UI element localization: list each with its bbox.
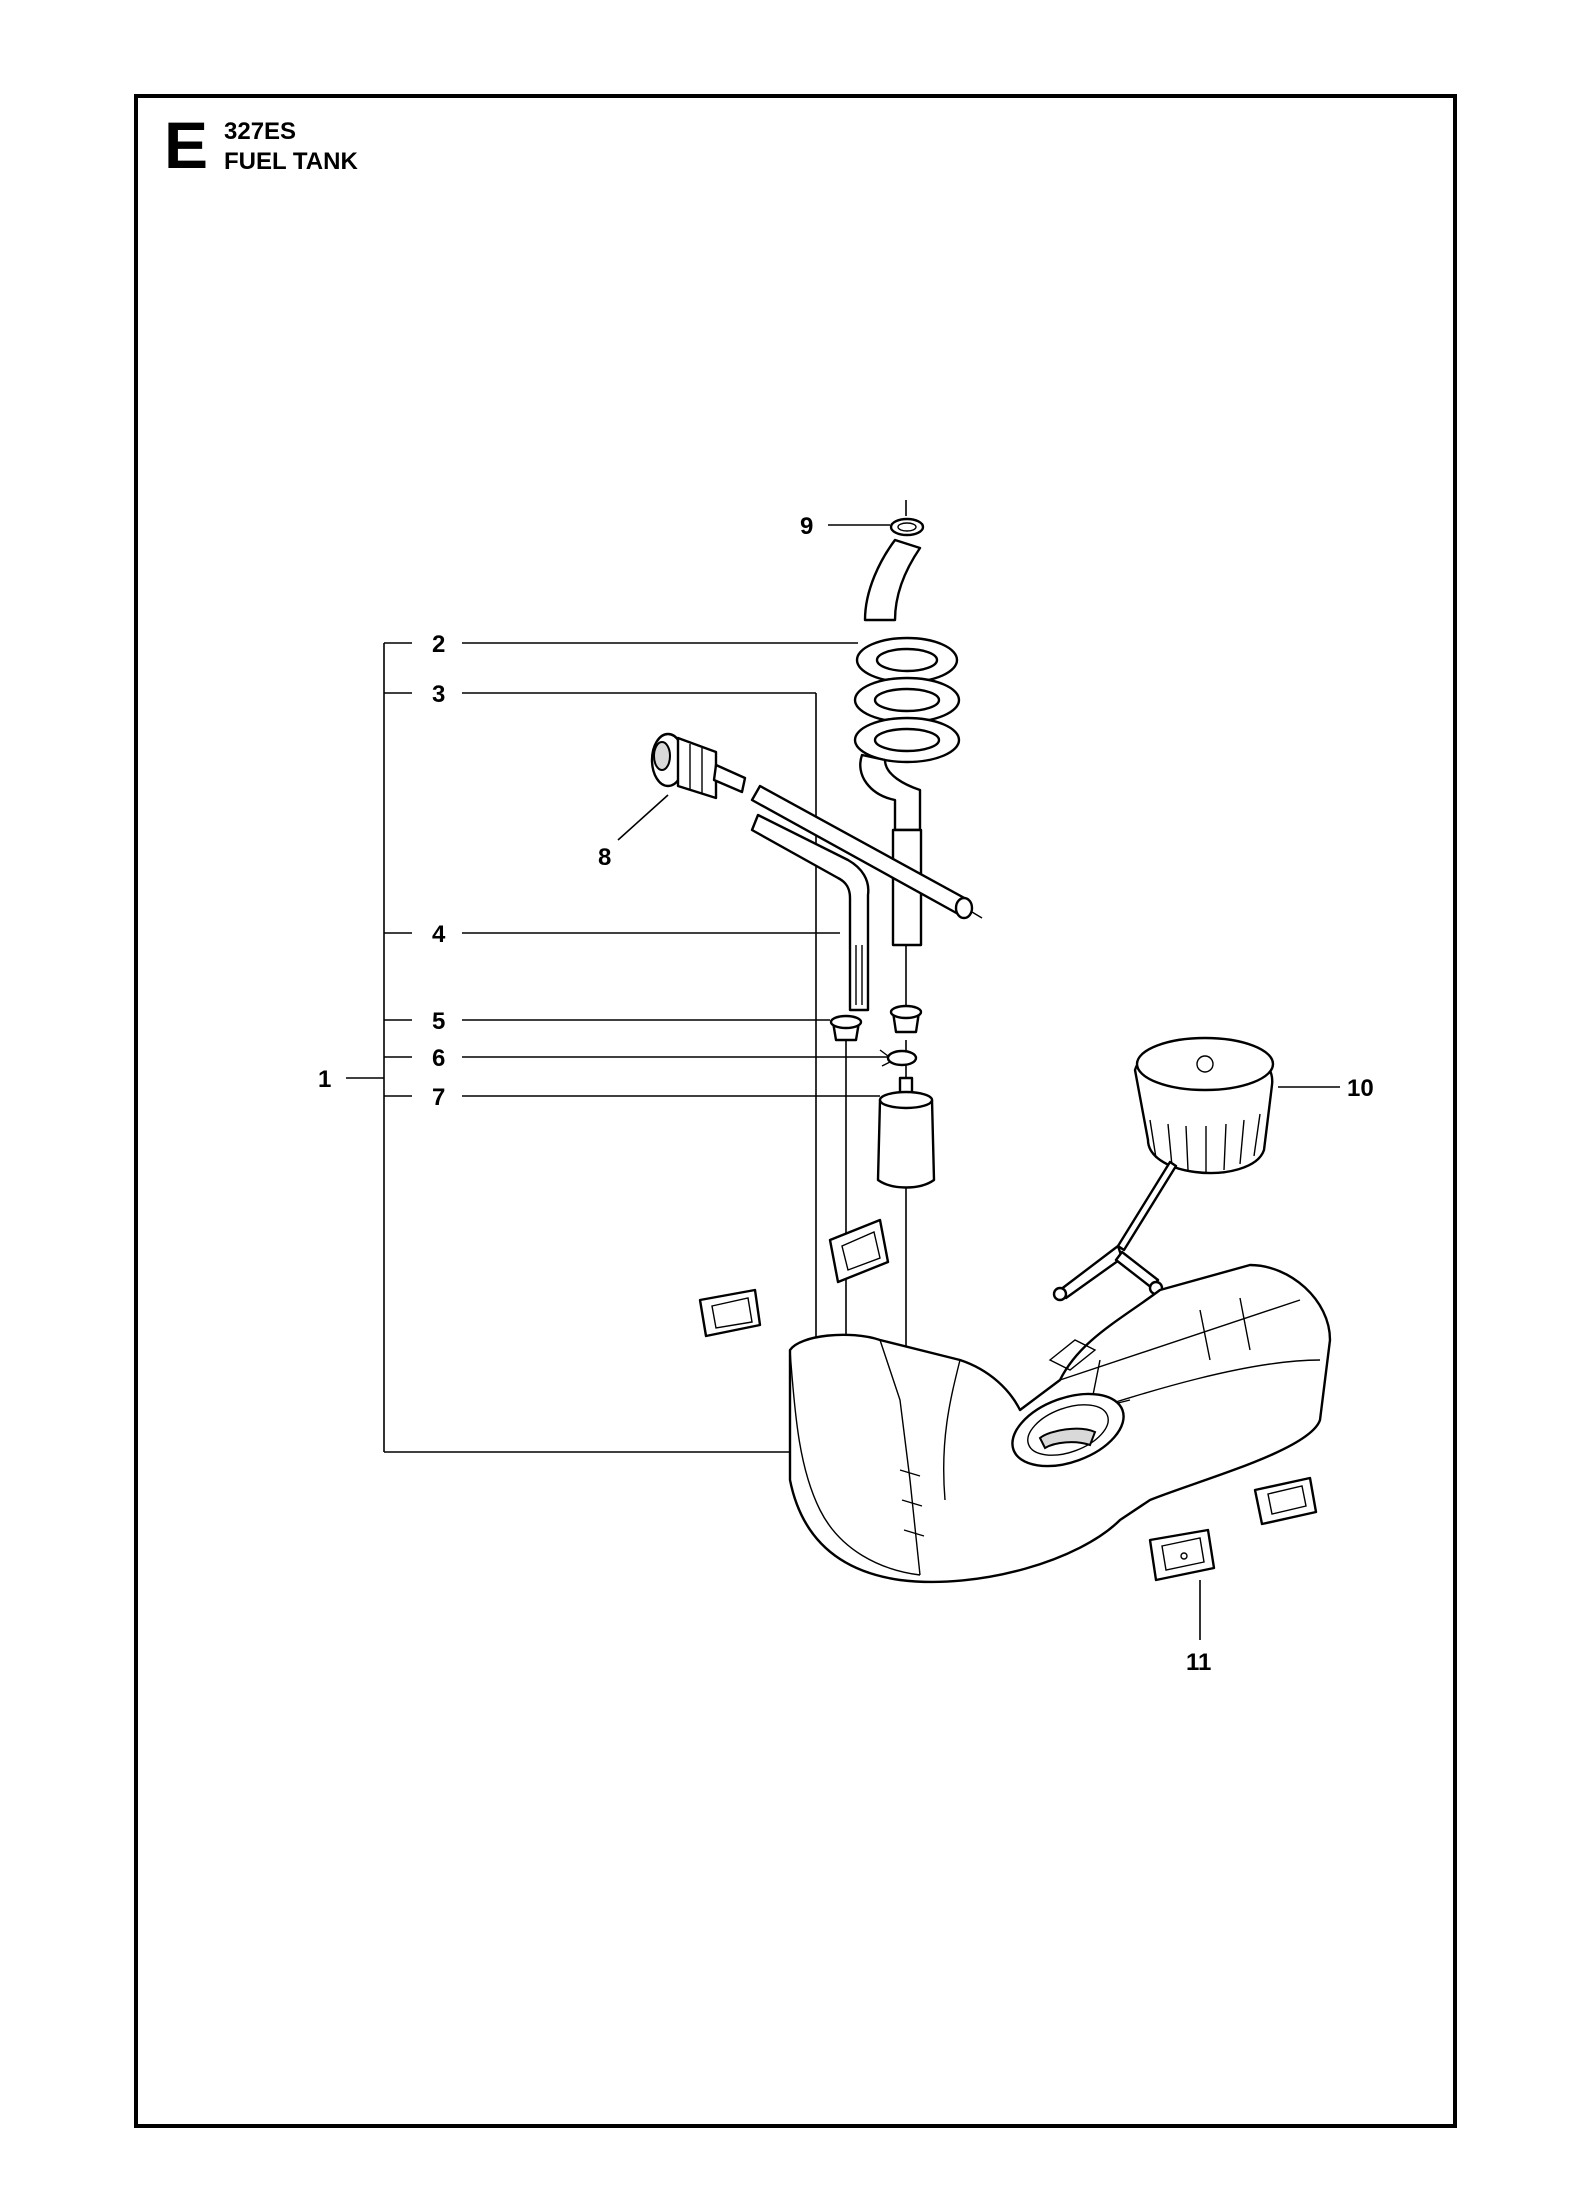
callout-9: 9	[800, 513, 813, 540]
callout-6: 6	[432, 1045, 445, 1072]
vent-valve-part	[650, 732, 747, 800]
callout-3: 3	[432, 681, 445, 708]
fuel-filter-part	[876, 1076, 936, 1189]
section-letter: E	[164, 108, 209, 182]
callout-8: 8	[598, 844, 611, 871]
grommet-part	[829, 1004, 923, 1042]
rubber-buffer-part	[698, 1218, 1318, 1582]
page-title: FUEL TANK	[224, 148, 358, 175]
leader-lines	[346, 500, 1340, 1640]
page-frame	[134, 94, 1457, 2128]
clamp-ring-part	[889, 517, 925, 537]
callout-labels: 1 2 3 4 5 6 7 8 9 10 11	[318, 513, 1374, 1676]
hose-clip-part	[879, 1049, 918, 1067]
callout-11: 11	[1186, 1649, 1211, 1676]
callout-7: 7	[432, 1084, 445, 1111]
callout-1: 1	[318, 1066, 331, 1093]
callout-10: 10	[1347, 1075, 1374, 1102]
fuel-tank-part	[788, 1263, 1332, 1584]
callout-2: 2	[432, 631, 445, 658]
callout-5: 5	[432, 1008, 445, 1035]
model-name: 327ES	[224, 118, 297, 145]
callout-4: 4	[432, 921, 446, 948]
vent-hose-part	[750, 784, 983, 1012]
fuel-cap-part	[1052, 1036, 1275, 1302]
